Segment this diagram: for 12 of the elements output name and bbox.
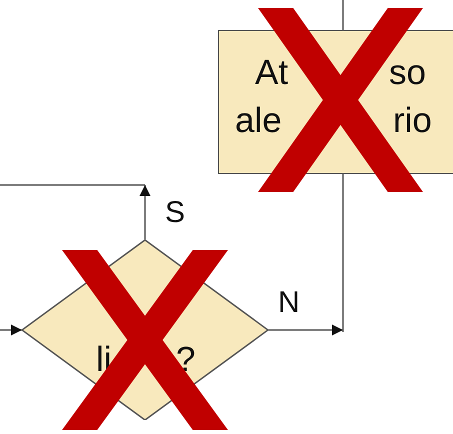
edge-label: S — [165, 198, 186, 228]
connector-line — [342, 174, 344, 332]
node-text: ? — [176, 340, 196, 380]
node-text: ale — [235, 101, 282, 141]
edge-label: N — [278, 288, 300, 318]
node-text: so — [389, 53, 426, 93]
arrow — [268, 324, 343, 336]
arrow — [0, 324, 22, 336]
arrow — [140, 185, 150, 240]
node-text: At — [255, 53, 288, 93]
node-text: rio — [393, 101, 432, 141]
connector-line — [342, 0, 344, 30]
